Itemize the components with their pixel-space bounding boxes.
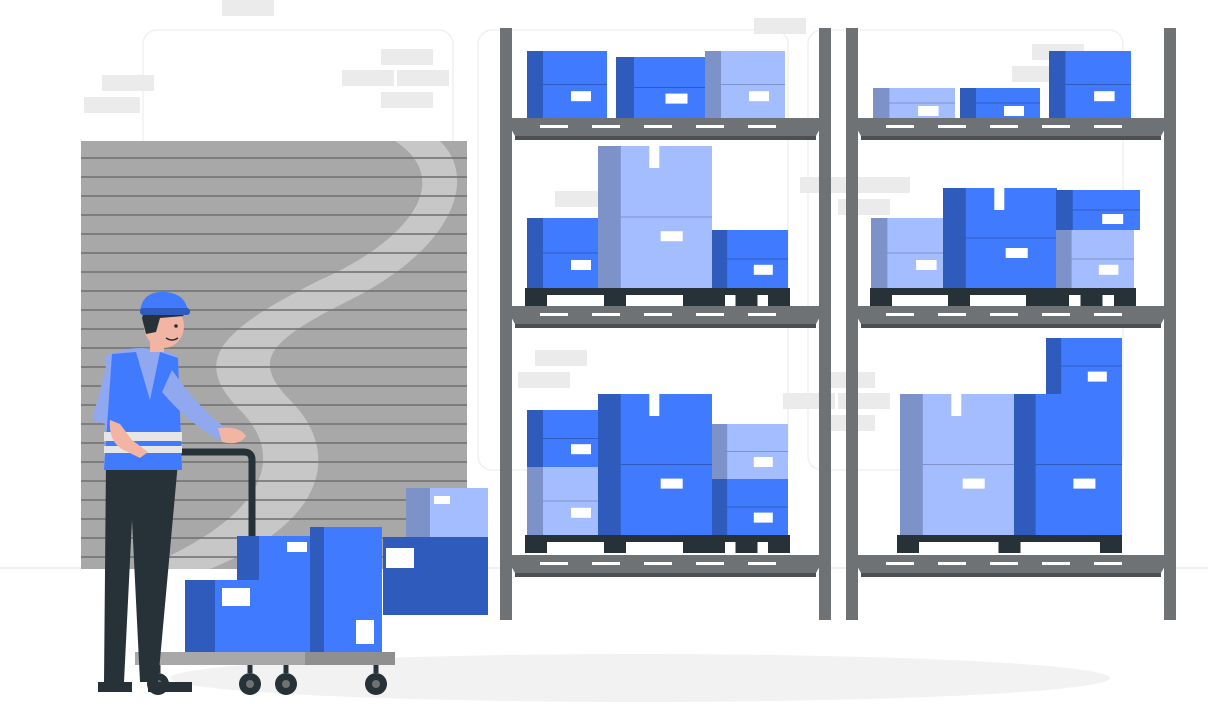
box-tape [649,394,660,416]
box-tape [951,394,962,416]
rack-stripe [644,125,672,128]
rack-stripe [540,562,568,565]
rack-stripe [540,125,568,128]
rack-stripe [990,562,1018,565]
pallet-top [703,535,790,542]
box-label [916,260,937,270]
storage-rack-right [846,28,1176,620]
box-label [571,444,591,455]
rack-stripe [1094,562,1122,565]
box-label [1073,478,1096,489]
pallet-top [525,535,705,542]
box-label [665,93,688,104]
box-label [571,507,591,518]
pallet-leg [703,542,725,553]
pallet-top [870,288,1048,295]
rack-stripe [1042,313,1070,316]
box-label [753,512,773,523]
storage-rack-left [500,28,831,620]
box-label [753,264,773,275]
pallet-leg [604,295,626,306]
rack-stripe [938,562,966,565]
pallet-leg [1100,542,1122,553]
rack-stripe [886,562,914,565]
box-label [1102,214,1124,224]
pallet-leg [1026,295,1048,306]
rack-stripe [990,313,1018,316]
floor-shadow [170,654,1110,702]
rack-stripe [748,125,776,128]
pallet-leg [768,295,790,306]
rack-stripe [592,313,620,316]
pallet-leg [948,295,970,306]
rack-stripe [938,125,966,128]
rack-stripe [1094,313,1122,316]
rack-stripe [1094,125,1122,128]
pallet-leg [735,542,758,553]
rack-stripe [696,313,724,316]
rack-stripe [938,313,966,316]
rack-shelf-edge [515,324,816,328]
rack-stripe [592,562,620,565]
rack-shelf-edge [861,573,1161,577]
pallet-leg [768,542,790,553]
rack-stripe [540,313,568,316]
box-label [571,260,591,270]
box-label [1004,106,1024,116]
rack-boxes [527,51,1140,535]
pallet-leg [604,542,626,553]
box-label [1087,371,1107,382]
box-label [660,478,683,489]
box-label [1098,264,1119,275]
rack-stripe [1042,562,1070,565]
rack-stripe [886,313,914,316]
pallet-top [525,288,705,295]
rack-stripe [696,125,724,128]
pallet-leg [683,295,705,306]
box-tape [649,146,660,168]
pallet-leg [1080,295,1103,306]
box-label [571,91,591,102]
pallet-leg [525,295,547,306]
box-label [962,478,985,489]
worker-icon [92,291,246,692]
box-tape [994,188,1005,210]
rack-shelf-edge [515,136,816,140]
rack-shelf-edge [861,324,1161,328]
box-label [1005,248,1028,258]
pallet-leg [703,295,725,306]
pallet-leg [735,295,758,306]
rack-stripe [748,313,776,316]
pallet-leg [683,542,705,553]
pallets [525,288,1136,553]
pallet-leg [998,542,1021,553]
pallet-top [703,288,790,295]
pallet-top [1047,288,1136,295]
pallet-top [897,535,1122,542]
rack-shelf-edge [861,136,1161,140]
box-label [1094,91,1115,102]
box-label [660,231,683,242]
pallet-leg [897,542,919,553]
rack-stripe [886,125,914,128]
rack-stripe [1042,125,1070,128]
rack-stripe [592,125,620,128]
pallet-leg [1114,295,1136,306]
hand-cart-icon [135,448,488,695]
box-label [749,91,769,102]
rack-stripe [990,125,1018,128]
pallet-leg [1047,295,1069,306]
rack-stripe [644,313,672,316]
pallet-leg [870,295,892,306]
rack-stripe [644,562,672,565]
pallet-leg [525,542,547,553]
box-label [918,106,939,116]
rack-shelf-edge [515,573,816,577]
rack-stripe [748,562,776,565]
rack-stripe [696,562,724,565]
box-label [753,457,773,467]
